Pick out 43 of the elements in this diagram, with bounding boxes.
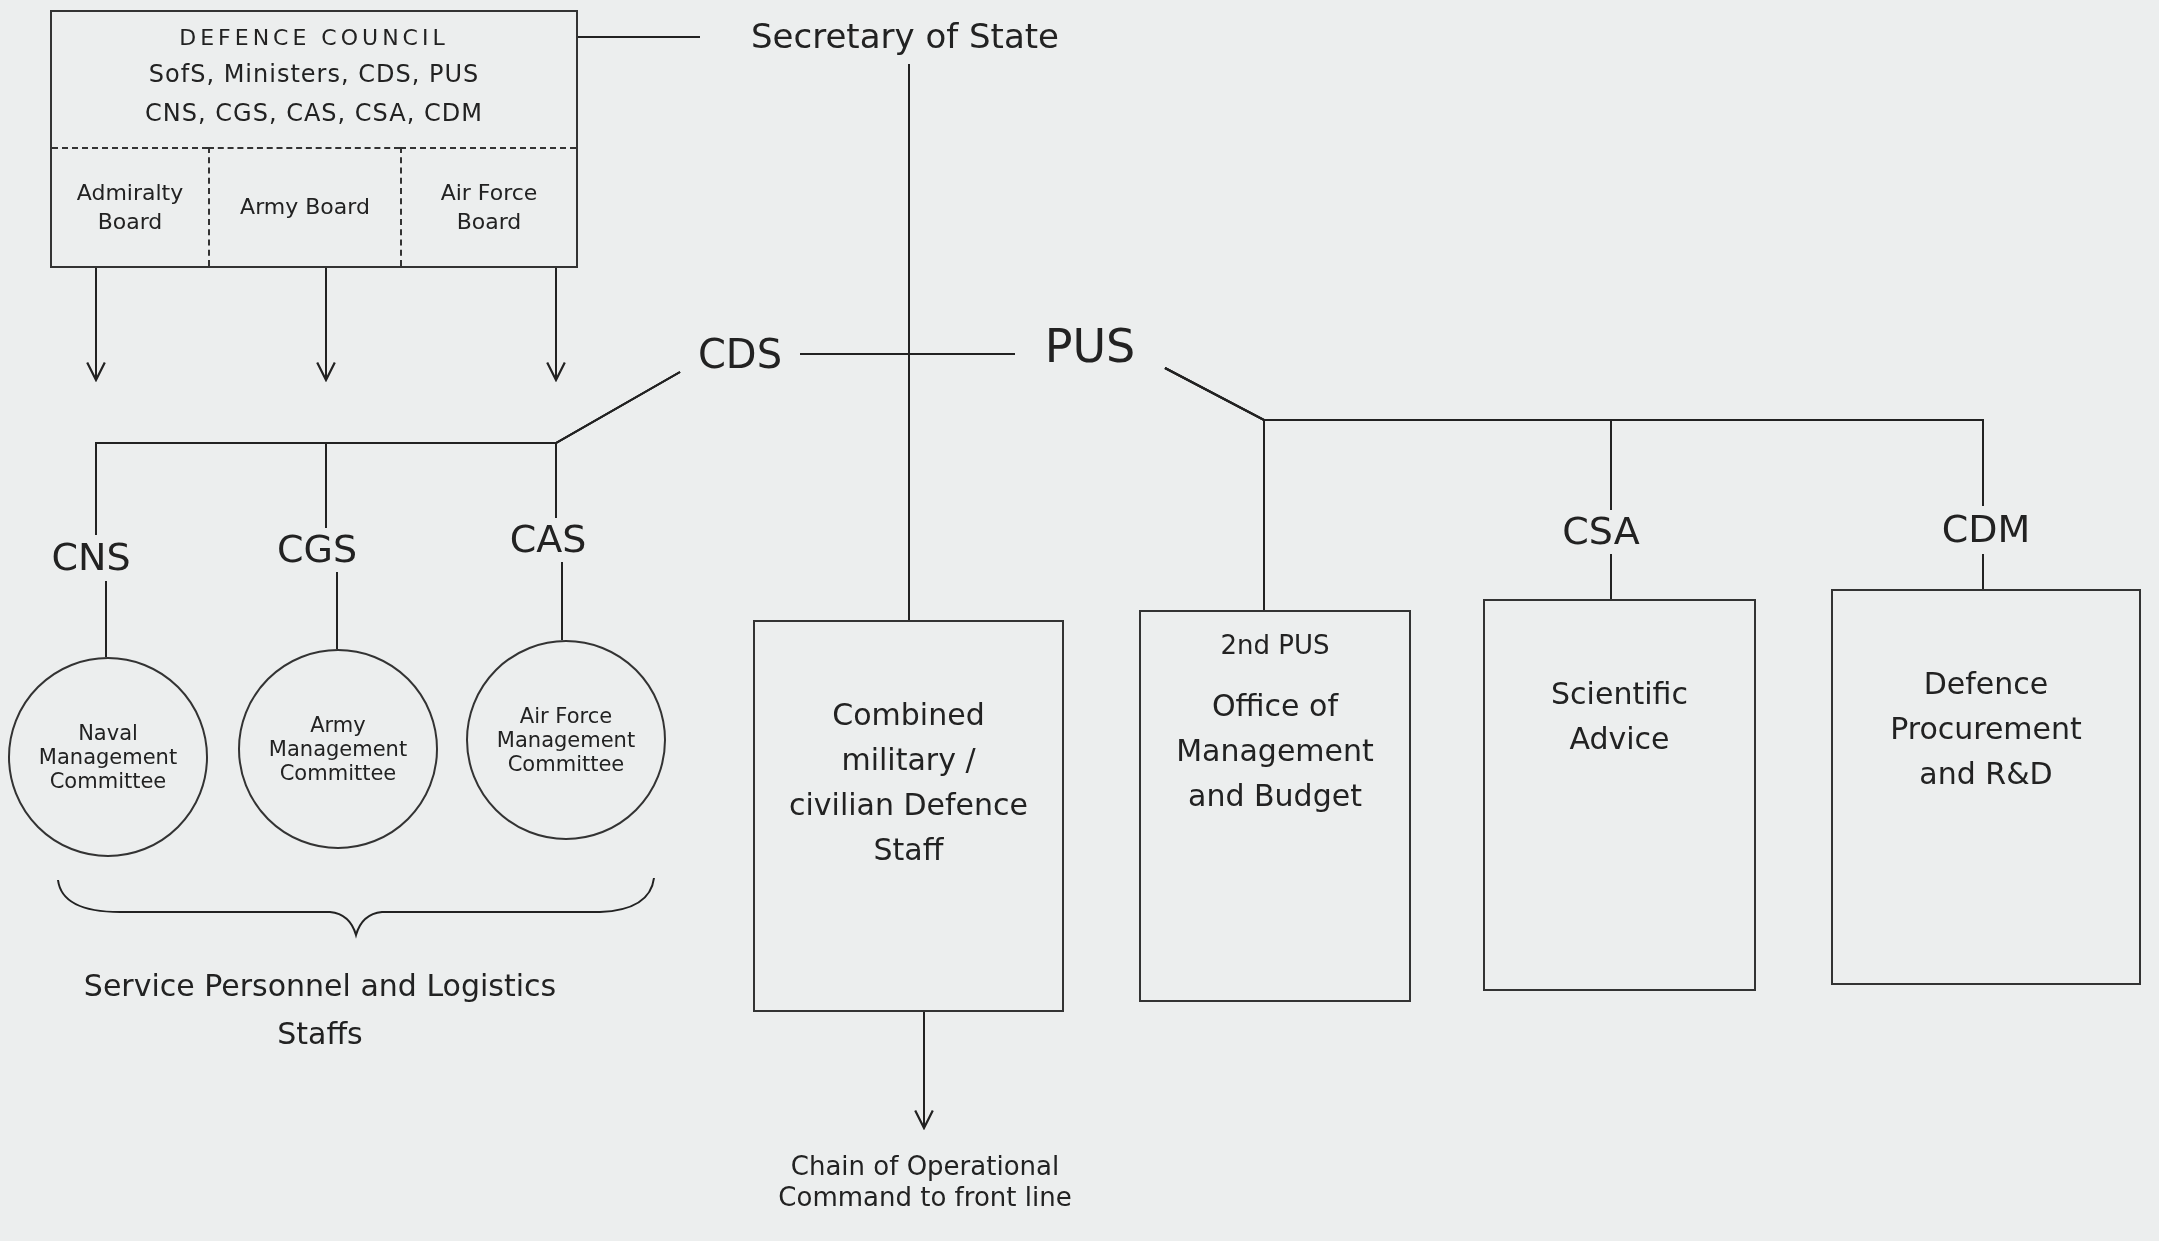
connector-line [561,561,563,642]
note-text: Chain of Operational Command to front line [765,1128,1085,1236]
arrow [86,265,106,382]
board-section: Army Board [208,147,400,266]
connector-line [799,353,1016,355]
connector-line [1982,553,1984,590]
committee-circle: Air Force Management Committee [466,640,666,840]
department-box [1139,610,1411,1002]
box-text: Defence Procurement and R&D [1889,665,2083,793]
arrow [546,265,566,382]
role-label: CDS [680,328,800,380]
box-heading: 2nd PUS [1219,629,1331,662]
connector-line [1610,553,1612,600]
department-box [1831,589,2141,985]
council-box [50,10,578,268]
connector-line [105,580,107,658]
committee-circle: Naval Management Committee [8,657,208,857]
connector-line [908,63,910,621]
department-box [753,620,1064,1012]
connector-line [555,371,681,519]
board-section: Admiralty Board [52,147,208,266]
council-heading: DEFENCE COUNCIL [178,24,450,52]
connector-line [577,36,701,38]
group-caption: Service Personnel and Logistics Staffs [82,967,558,1053]
connector-line [1164,367,1984,507]
committee-circle: Army Management Committee [238,649,438,849]
role-label: CAS [492,518,604,562]
member-list: SofS, Ministers, CDS, PUS [52,55,576,94]
role-label: PUS [1015,318,1165,376]
department-box [1483,599,1756,991]
role-label: CDM [1910,506,2062,554]
board-section: Air Force Board [400,147,576,266]
role-label: CSA [1540,510,1662,554]
arrow [316,265,336,382]
box-text: Combined military / civilian Defence Staff [787,696,1030,869]
role-label: CNS [36,535,146,581]
arrow [914,1011,934,1130]
connector-line [336,571,338,650]
box-text: Scientific Advice [1550,675,1689,758]
role-label: CGS [262,528,372,572]
role-label: Secretary of State [700,8,1110,64]
box-text: Office of Management and Budget [1175,687,1375,815]
member-list: CNS, CGS, CAS, CSA, CDM [52,93,576,132]
